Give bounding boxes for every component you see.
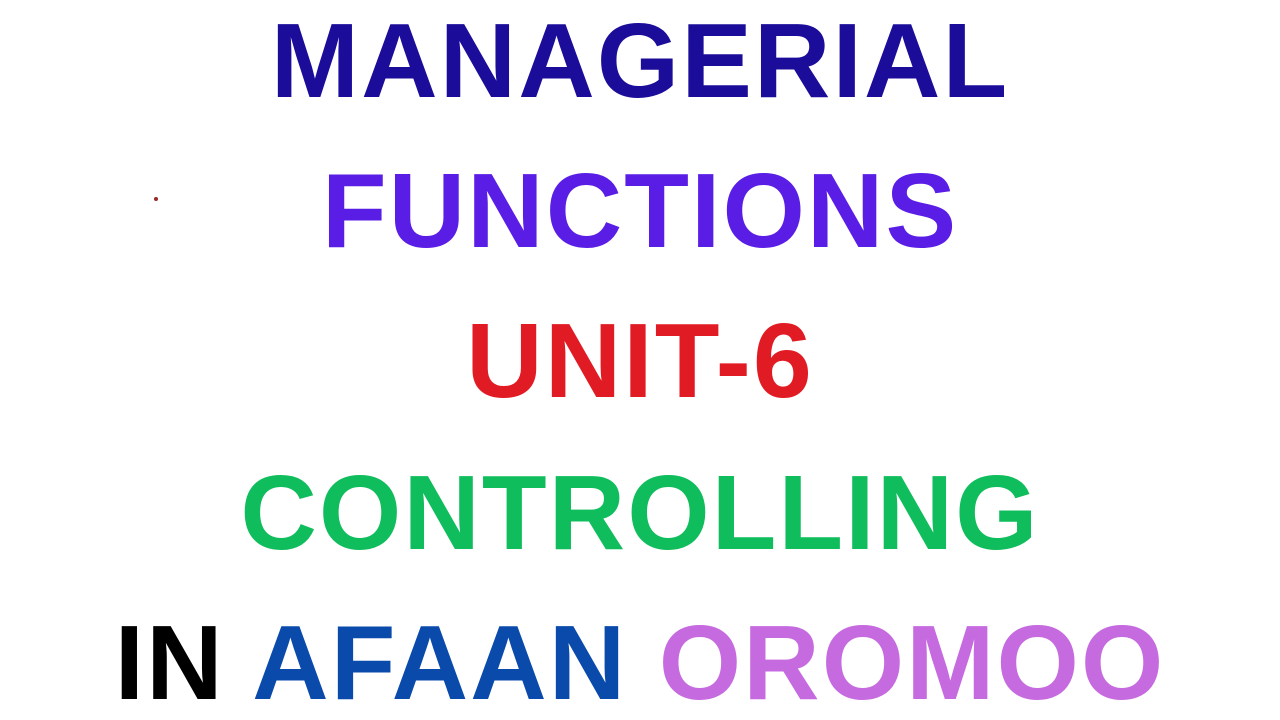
- title-line-language: IN AFAAN OROMOO: [0, 610, 1280, 716]
- title-line-controlling: CONTROLLING: [240, 454, 1040, 572]
- word-oromoo: OROMOO: [658, 604, 1166, 720]
- title-line-functions: FUNCTIONS: [321, 152, 959, 270]
- word-in: IN: [114, 604, 225, 720]
- stray-dot: [154, 197, 158, 201]
- word-afaan: AFAAN: [252, 604, 628, 720]
- title-line-unit: UNIT-6: [466, 302, 814, 420]
- title-line-managerial: MANAGERIAL: [270, 2, 1010, 120]
